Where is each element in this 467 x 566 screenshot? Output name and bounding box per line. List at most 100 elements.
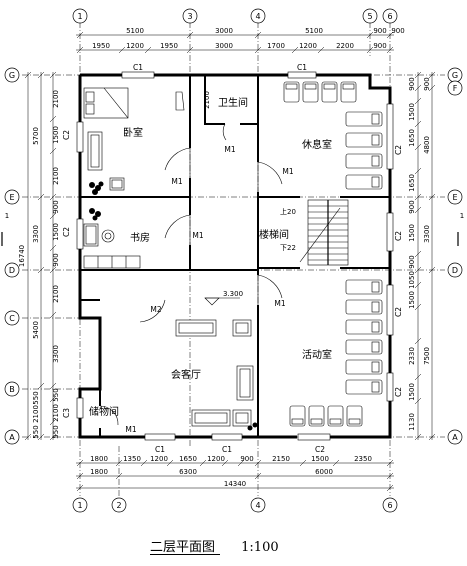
dim-right-mid-3: 3300 — [423, 225, 431, 243]
axis-label-top-4: 4 — [255, 12, 260, 21]
bathroom-dim: 2100 — [203, 91, 211, 109]
dim-right-inner-11: 1500 — [408, 383, 416, 401]
dim-top-inner-7: 2200 — [336, 42, 354, 50]
axis-label-top-6: 6 — [387, 12, 392, 21]
stair-label-up: 上20 — [280, 207, 296, 216]
window-label-c3-left: C3 — [62, 408, 71, 418]
dim-left-inner-11: 2100 — [52, 404, 60, 422]
axis-label-left-a: A — [9, 433, 15, 442]
dim-right-inner-4: 1650 — [408, 174, 416, 192]
window-label-c1-top-right: C1 — [297, 63, 307, 72]
dim-bottom-mid-1: 1800 — [90, 468, 108, 476]
activity-chairs — [289, 279, 383, 427]
axis-bubbles-left — [4, 67, 20, 445]
window-label-c2-right-3: C2 — [394, 307, 403, 317]
window-label-c1-bottom-b: C1 — [222, 445, 232, 454]
dim-top-outer-1: 5100 — [126, 27, 144, 35]
dim-top-inner-8: 900 — [373, 42, 386, 50]
bedroom-furniture — [83, 87, 185, 191]
dim-top-inner-1: 1950 — [92, 42, 110, 50]
room-label-lounge: 休息室 — [302, 138, 332, 151]
dim-left-inner-1: 2100 — [52, 90, 60, 108]
dim-left-inner-7: 2100 — [52, 285, 60, 303]
dim-right-inner-6: 1500 — [408, 224, 416, 242]
window-label-c2-right-1: C2 — [394, 145, 403, 155]
plant-icon-reception — [247, 422, 258, 431]
dim-left-inner-6: 900 — [52, 253, 60, 266]
axis-label-right-g: G — [452, 71, 458, 80]
dim-right-inner-8: 1050 — [408, 271, 416, 289]
axis-label-left-b: B — [9, 385, 15, 394]
dim-right-inner-9: 1500 — [408, 291, 416, 309]
door-label-m1-activity: M1 — [274, 299, 285, 308]
axis-label-bottom-4: 4 — [255, 501, 260, 510]
level-mark-value: 3.300 — [223, 290, 243, 298]
axis-label-left-g: G — [9, 71, 15, 80]
dim-bottom-total: 14340 — [224, 480, 246, 488]
study-furniture — [83, 223, 141, 269]
room-label-bedroom: 卧室 — [123, 126, 143, 139]
axis-label-left-e: E — [9, 193, 14, 202]
dim-left-inner-4: 900 — [52, 200, 60, 213]
dim-right-inner-10: 2330 — [408, 347, 416, 365]
dim-bottom-inner-1: 1800 — [90, 455, 108, 463]
dim-left-inner-8: 3300 — [52, 345, 60, 363]
dim-left-mid-3: 5400 — [32, 321, 40, 339]
dim-right-mid-2: 4800 — [423, 136, 431, 154]
dim-left-mid-1: 5700 — [32, 127, 40, 145]
reception-furniture — [175, 319, 254, 427]
dimension-lines-right — [414, 71, 436, 441]
dim-top-inner-3: 1950 — [160, 42, 178, 50]
level-mark — [204, 297, 240, 306]
dim-left-inner-5: 1500 — [52, 223, 60, 241]
dim-left-inner-3: 2100 — [52, 167, 60, 185]
axis-label-bottom-1: 1 — [77, 501, 82, 510]
axis-label-right-f: F — [453, 84, 458, 93]
dim-top-inner-6: 1200 — [299, 42, 317, 50]
room-label-bathroom: 卫生间 — [218, 96, 248, 109]
dim-top-outer-3: 5100 — [305, 27, 323, 35]
dim-bottom-inner-3: 1200 — [150, 455, 168, 463]
axis-label-left-d: D — [9, 266, 15, 275]
axis-label-right-e: E — [452, 193, 457, 202]
door-label-m1-bedroom: M1 — [171, 177, 182, 186]
drawing-title-row: 二层平面图 1:100 — [150, 536, 279, 555]
section-mark-label-right: 1 — [460, 212, 464, 220]
dim-top-outer-5: 900 — [391, 27, 404, 35]
dim-left-inner-9: 550 — [52, 388, 60, 401]
dim-right-inner-2: 1500 — [408, 103, 416, 121]
dim-left-mid-2: 3300 — [32, 225, 40, 243]
axis-bubbles-top — [72, 8, 398, 24]
dim-left-inner-2: 1500 — [52, 126, 60, 144]
door-label-m1-storage: M1 — [125, 425, 136, 434]
dim-right-inner-12: 1130 — [408, 413, 416, 431]
dim-bottom-mid-3: 6000 — [315, 468, 333, 476]
room-label-study: 书房 — [130, 231, 150, 244]
dimension-lines-left — [24, 71, 57, 441]
drawing-title-block: 二层平面图 1:100 — [150, 536, 300, 556]
dim-left-mid-6: 550 — [32, 425, 40, 438]
dim-bottom-inner-4: 1650 — [179, 455, 197, 463]
dim-right-inner-5: 900 — [408, 200, 416, 213]
dim-right-inner-1: 900 — [408, 77, 416, 90]
door-label-m1-bathroom: M1 — [224, 145, 235, 154]
axis-label-right-a: A — [452, 433, 458, 442]
dim-top-inner-2: 1200 — [126, 42, 144, 50]
room-label-activity: 活动室 — [302, 348, 332, 361]
window-label-c1-bottom-a: C1 — [155, 445, 165, 454]
window-label-c2-bottom: C2 — [315, 445, 325, 454]
window-openings — [76, 71, 394, 441]
plant-icon — [89, 181, 104, 195]
section-mark-label-left: 1 — [5, 212, 9, 220]
interior-walls — [80, 75, 390, 437]
axis-bubbles-bottom — [72, 497, 398, 513]
plant-icon-study — [89, 208, 101, 221]
dim-right-inner-7: 900 — [408, 255, 416, 268]
dim-left-mid-5: 2100 — [32, 405, 40, 423]
dim-bottom-inner-9: 2350 — [354, 455, 372, 463]
dim-bottom-inner-7: 2150 — [272, 455, 290, 463]
dim-bottom-inner-6: 900 — [240, 455, 253, 463]
dim-left-mid-4: 550 — [32, 391, 40, 404]
door-label-m2: M2 — [150, 305, 161, 314]
dim-bottom-inner-8: 1500 — [311, 455, 329, 463]
